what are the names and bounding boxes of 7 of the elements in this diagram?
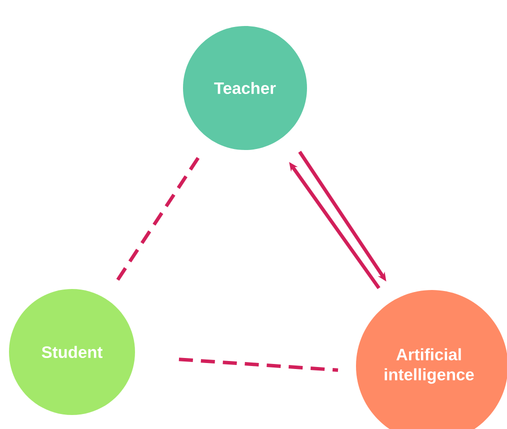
node-label: Student <box>42 346 102 358</box>
node-label: Teacher <box>214 82 276 94</box>
circle <box>183 26 307 150</box>
connector <box>116 156 200 281</box>
circle <box>9 289 135 415</box>
node-label: Artificial intelligence <box>384 348 474 384</box>
connector <box>178 358 338 372</box>
